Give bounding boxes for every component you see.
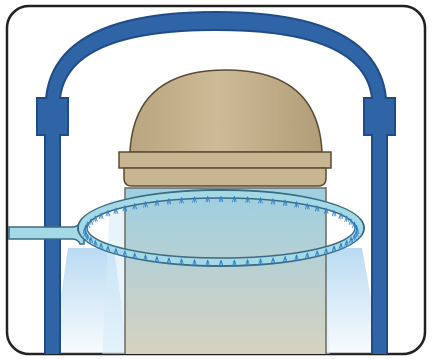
spray-droplet [218,195,224,203]
spray-droplet [270,198,276,205]
spray-droplet [314,250,320,257]
spray-droplet [205,196,211,203]
spray-droplet [154,256,160,263]
spray-droplet [352,234,357,241]
spray-droplet [348,237,354,244]
spray-droplet [85,221,90,228]
spray-droplet [294,254,299,261]
spray-droplet [105,245,111,252]
spray-droplet [314,205,320,212]
spray-droplet [323,207,329,214]
spray-droplet [323,248,329,255]
spray-droplet [92,240,98,247]
reactor-vessel-body [124,187,327,354]
spray-droplet [270,257,276,264]
spray-droplet [348,218,354,225]
spray-droplet [344,215,350,222]
spray-droplet [304,203,310,210]
spray-droplet [88,218,94,225]
reactor-dome-collar [118,151,332,169]
spray-droplet [92,215,98,222]
spray-droplet [98,242,104,250]
reactor-dome [118,69,332,187]
spray-droplet [282,256,288,263]
spray-droplet [353,224,359,231]
spray-droplet [113,207,119,214]
spray-droplet [338,242,344,250]
spray-droplet [344,240,350,247]
spray-droplet [143,254,148,261]
spray-droplet [205,259,211,266]
spray-droplet [231,259,237,266]
spray-droplet [245,259,250,266]
spray-droplet [258,258,263,265]
spray-droplet [122,250,128,257]
spray-droplet [245,196,250,203]
spray-droplet [122,205,128,212]
spray-droplet [179,197,184,204]
spray-droplet [218,259,224,267]
spray-droplet [294,201,299,208]
spray-droplet [98,212,104,220]
containment-building [36,10,396,354]
spray-droplet [154,199,160,206]
spray-droplet [143,201,148,208]
spray-droplet [331,210,337,217]
spray-droplet [179,258,184,265]
spray-droplets [82,195,360,267]
spray-droplet [132,252,138,259]
spray-droplet [88,237,94,244]
reactor-vessel [124,187,327,354]
spray-droplet [105,210,111,217]
spray-feed-pipe [8,221,85,245]
spray-droplet [304,252,310,259]
reactor-dome-cap [129,69,323,153]
spray-droplet [282,199,288,206]
spray-droplet [132,203,138,210]
reactor-dome-flange [123,167,327,187]
spray-droplet [258,197,263,204]
spray-droplet [166,257,172,264]
spray-droplet [192,259,197,266]
spray-droplet [338,212,344,220]
spray-droplet [166,198,172,205]
spray-droplet [231,196,237,203]
containment-arch [36,10,396,354]
feed-pipe-body [8,221,85,245]
spray-droplet [192,196,197,203]
spray-droplet [113,248,119,255]
spray-droplet [331,245,337,252]
